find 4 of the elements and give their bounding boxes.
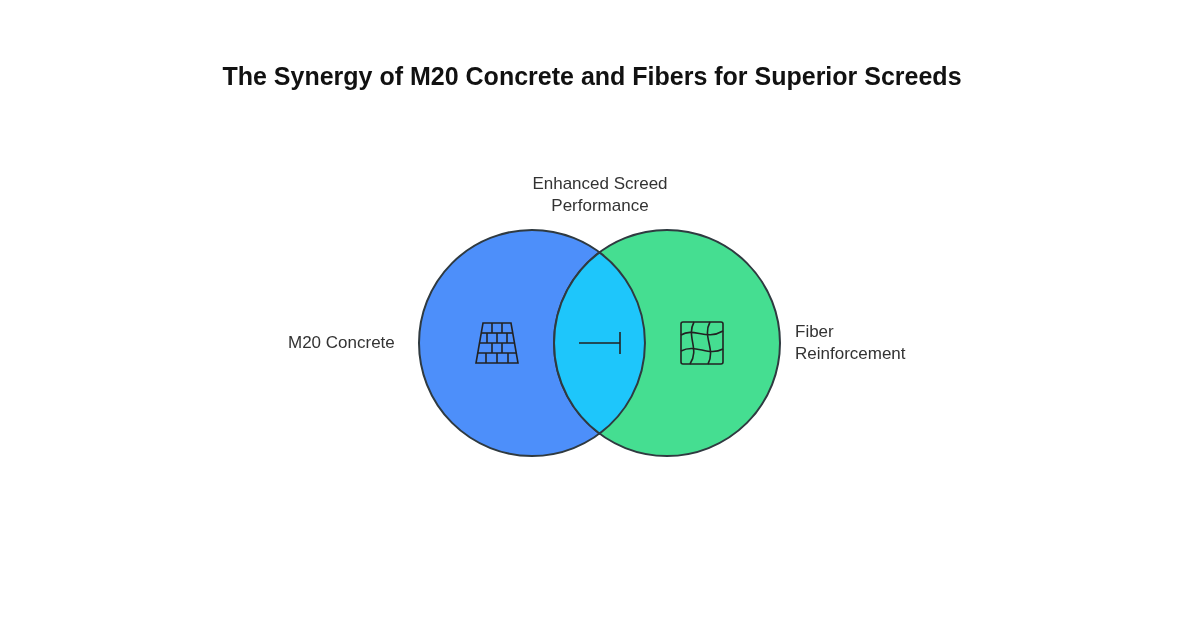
set-label: M20 Concrete (288, 332, 396, 354)
set-label: Enhanced Screed Performance (531, 173, 669, 217)
diagram-title: The Synergy of M20 Concrete and Fibers for Superior Screeds (221, 62, 963, 91)
set-label: Fiber Reinforcement (795, 321, 907, 365)
